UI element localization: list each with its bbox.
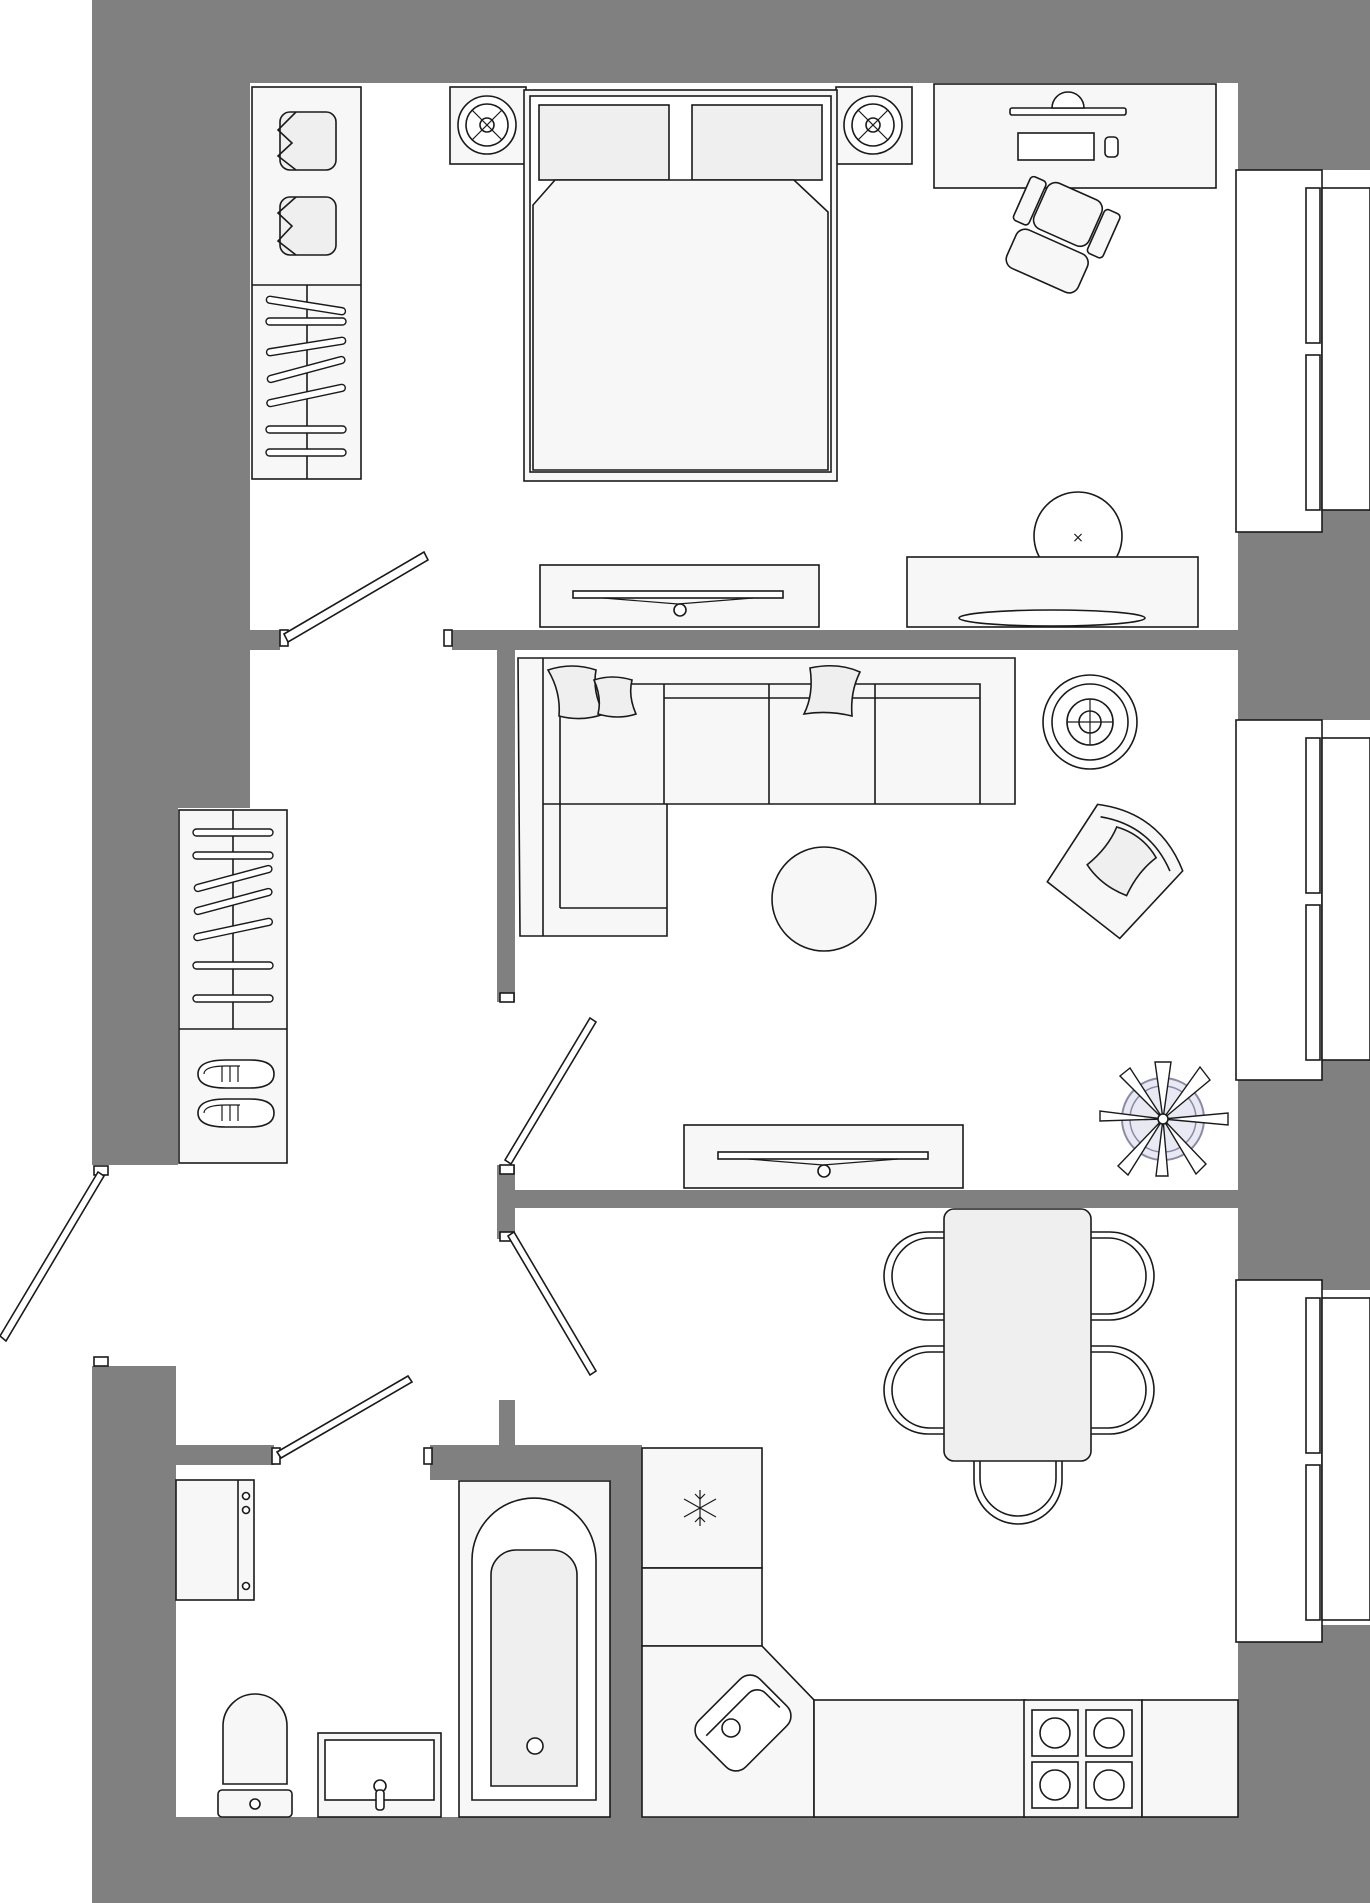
lamp-icon <box>843 95 903 155</box>
wall-right-1 <box>1238 0 1370 170</box>
walls <box>92 0 1370 1903</box>
svg-text:×: × <box>1072 530 1084 546</box>
dining-chairs <box>883 1231 1155 1525</box>
window-living <box>1235 719 1370 1081</box>
wall-left-lower <box>92 1366 176 1903</box>
bag-icon <box>276 111 337 256</box>
dining-table <box>943 1208 1092 1462</box>
armchair <box>1046 803 1184 940</box>
wall-bath-stub <box>499 1400 515 1445</box>
wall-living-kitchen <box>515 1190 1238 1208</box>
floor-lamp <box>1042 674 1138 770</box>
wall-left-upper <box>92 0 250 808</box>
plant-icon <box>1099 1061 1229 1177</box>
cushion-icon <box>546 664 862 720</box>
hanger-icon <box>265 295 347 457</box>
lamp-icon <box>457 95 517 155</box>
wall-bath-top-1 <box>176 1445 274 1465</box>
kitchen-counter-end <box>1141 1699 1239 1818</box>
shoe-icon <box>197 1059 275 1128</box>
stove <box>1023 1699 1143 1818</box>
bathtub <box>458 1480 611 1818</box>
wall-top <box>92 0 1370 83</box>
kitchen-sink-counter <box>641 1645 815 1818</box>
wall-living-hall-2 <box>497 1165 515 1239</box>
wall-bath-kitchen <box>610 1445 642 1817</box>
door-bedroom <box>279 550 453 647</box>
door-kitchen <box>499 1230 598 1377</box>
hanger-icon <box>192 828 274 1003</box>
kitchen <box>641 1208 1239 1818</box>
stove-burner-icon <box>1031 1709 1133 1809</box>
kitchen-cabinet <box>641 1567 763 1647</box>
fridge <box>641 1447 763 1569</box>
nightstand-right <box>835 86 913 165</box>
nightstand-left <box>449 86 527 165</box>
wall-bedroom-living <box>250 630 280 650</box>
hallway <box>178 809 288 1164</box>
wardrobe-bedroom <box>251 86 362 480</box>
living-room <box>517 657 1229 1189</box>
windows <box>1235 169 1370 1643</box>
washing-machine <box>175 1479 255 1601</box>
snowflake-icon <box>683 1490 717 1526</box>
toilet <box>217 1693 293 1818</box>
door-entrance <box>0 1165 109 1367</box>
double-bed <box>523 89 838 482</box>
wall-living-hall <box>497 650 515 1002</box>
corner-sofa <box>517 657 1016 937</box>
coffee-table <box>771 846 877 952</box>
door-living <box>499 992 598 1175</box>
bedroom: × <box>251 83 1217 628</box>
window-bedroom <box>1235 169 1370 533</box>
doors <box>0 550 598 1465</box>
dresser-bedroom <box>539 564 820 628</box>
door-bathroom <box>271 1374 433 1465</box>
office-chair <box>1005 175 1121 294</box>
wardrobe-hallway <box>178 809 288 1164</box>
wall-right-4 <box>1238 1625 1370 1903</box>
wall-bottom <box>92 1817 1370 1903</box>
bathroom <box>175 1479 611 1818</box>
bathroom-sink <box>317 1732 442 1818</box>
wall-left-hall <box>92 808 178 1165</box>
tv-stand <box>683 1124 964 1189</box>
wall-bath-top-2 <box>430 1445 642 1480</box>
kitchen-counter <box>813 1699 1026 1818</box>
desk <box>933 83 1217 189</box>
wall-right-2 <box>1238 510 1370 720</box>
wall-right-3 <box>1238 1060 1370 1290</box>
wall-bedroom-living-2 <box>452 630 1238 650</box>
window-kitchen <box>1235 1279 1370 1643</box>
vanity-table: × <box>906 491 1199 628</box>
